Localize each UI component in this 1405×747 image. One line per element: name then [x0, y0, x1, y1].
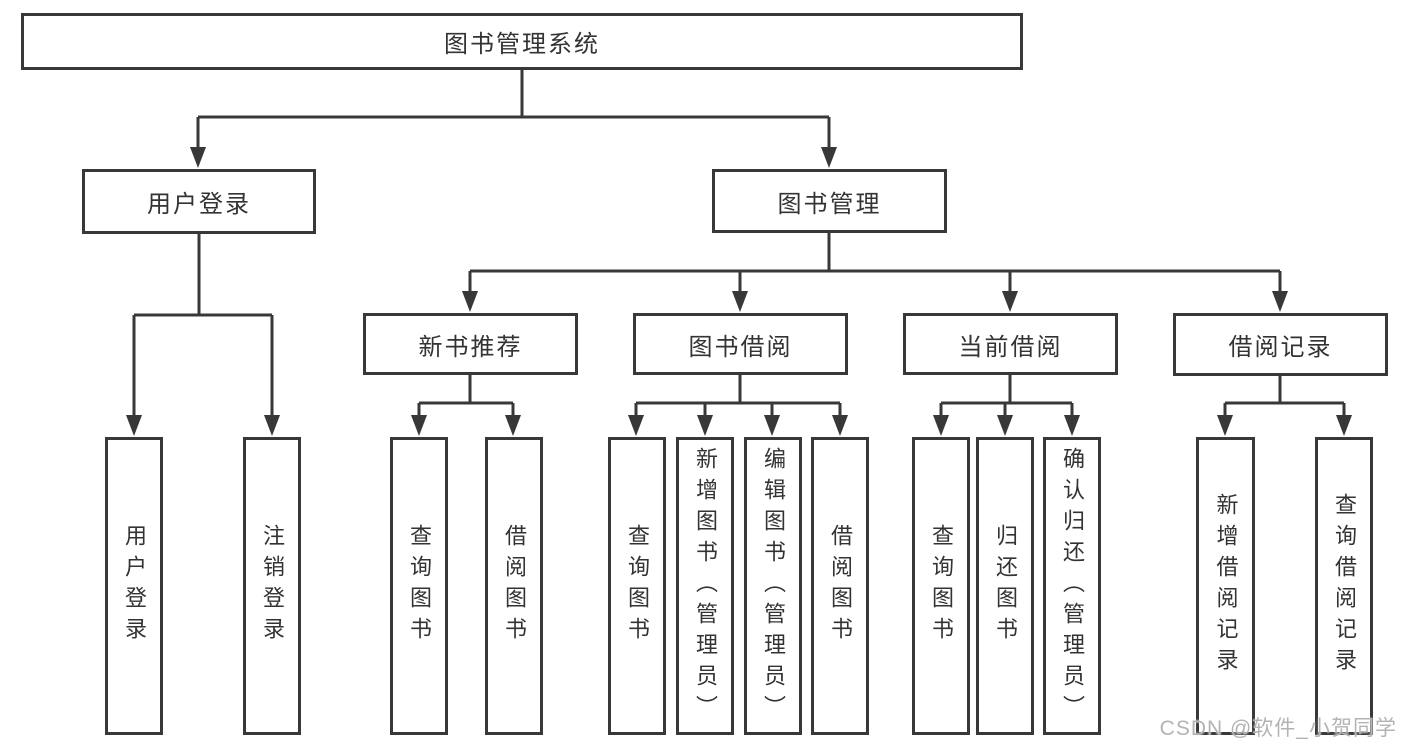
leaf-query-borrow-record: 查询借阅记录	[1315, 437, 1373, 735]
node-book-management: 图书管理	[712, 169, 947, 233]
node-book-borrow: 图书借阅	[633, 313, 848, 375]
leaf-confirm-return-admin: 确认归还（管理员）	[1043, 437, 1101, 735]
leaf-query-book-borrow: 查询图书	[608, 437, 666, 735]
leaf-borrow-book-recommend: 借阅图书	[485, 437, 543, 735]
leaf-edit-book-admin: 编辑图书（管理员）	[744, 437, 802, 735]
leaf-add-borrow-record: 新增借阅记录	[1196, 437, 1255, 735]
csdn-watermark: CSDN @软件_小贺同学	[1159, 717, 1397, 740]
leaf-return-book: 归还图书	[976, 437, 1034, 735]
node-root: 图书管理系统	[21, 13, 1023, 70]
node-current-borrow: 当前借阅	[903, 313, 1118, 375]
leaf-query-book-current: 查询图书	[912, 437, 970, 735]
node-borrow-record: 借阅记录	[1173, 313, 1388, 376]
leaf-borrow-book: 借阅图书	[811, 437, 869, 735]
node-user-login: 用户登录	[82, 169, 316, 234]
leaf-add-book-admin: 新增图书（管理员）	[676, 437, 734, 735]
leaf-query-book-recommend: 查询图书	[390, 437, 448, 735]
leaf-user-login: 用户登录	[105, 437, 163, 735]
node-new-book-recommend: 新书推荐	[363, 313, 578, 375]
arrowheads	[126, 147, 1352, 436]
leaf-logout: 注销登录	[243, 437, 301, 735]
